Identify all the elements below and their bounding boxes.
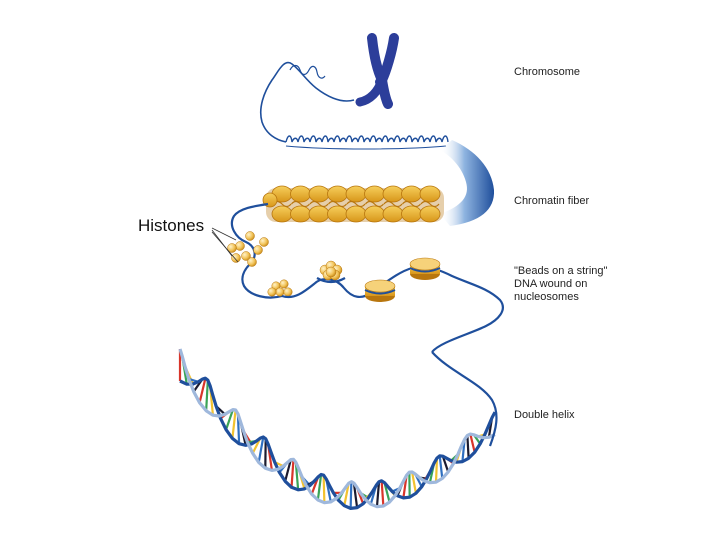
base-pair [351,482,352,509]
histone-bead [248,258,257,267]
histone-bead [246,232,255,241]
base-pair [440,456,443,479]
nucleosomes [317,258,440,302]
label-chromatin-fiber: Chromatin fiber [514,195,589,208]
base-pair [324,475,325,503]
coil-loops [286,136,448,142]
label-beads-on-string: "Beads on a string" DNA wound on nucleos… [514,265,607,304]
label-histones: Histones [138,216,204,236]
base-pair [206,380,208,411]
fiber-nucleosome-top [309,186,329,202]
label-double-helix-text: Double helix [514,409,575,422]
label-chromosome: Chromosome [514,66,580,79]
chromatin-fiber [263,186,444,222]
histone-bead-cluster [276,288,284,296]
coil-base [286,146,446,149]
fiber-nucleosome-bottom [328,206,348,222]
fiber-nucleosome-top [402,186,422,202]
fiber-nucleosome-bottom [309,206,329,222]
fiber-nucleosome-top [365,186,385,202]
magnify-funnel [440,140,494,226]
nucleosome-core-bead [326,267,336,277]
label-chromatin-fiber-text: Chromatin fiber [514,195,589,208]
label-histones-text: Histones [138,216,204,235]
histone-bead [254,246,263,255]
base-pair [232,410,235,438]
fiber-nucleosome-bottom [420,206,440,222]
fiber-nucleosome-bottom [346,206,366,222]
histone-bead [236,242,245,251]
helix-backbone-a [180,378,495,508]
histone-bead [232,254,241,263]
coiled-chromatin [286,136,448,149]
double-helix [180,349,496,508]
base-pair [292,459,294,487]
fiber-nucleosome-bottom [402,206,422,222]
label-beads-line2: DNA wound on [514,278,607,291]
fiber-nucleosome-bottom [272,206,292,222]
histone-bead-cluster [284,288,292,296]
fiber-nucleosome-top [328,186,348,202]
histone-beads [228,232,293,297]
base-pair [467,435,468,458]
label-double-helix: Double helix [514,409,575,422]
histone-bead-cluster [268,288,276,296]
fiber-nucleosome-top [420,186,440,202]
fiber-nucleosome-bottom [383,206,403,222]
loose-dna-strand [261,63,354,142]
nucleosome-disc-a-top [365,280,395,292]
fiber-nucleosome-top [346,186,366,202]
label-beads-line1: "Beads on a string" [514,265,607,278]
label-beads-line3: nucleosomes [514,291,607,304]
nucleosome-disc-b-top [410,258,440,270]
label-chromosome-text: Chromosome [514,66,580,79]
fiber-nucleosome-bottom [291,206,311,222]
fiber-nucleosome-bottom [365,206,385,222]
chromosome-shape [360,38,394,104]
histone-bead-cluster [280,280,288,288]
fiber-nucleosome-top [291,186,311,202]
beads-string-dna [282,267,503,352]
base-pair [382,481,384,506]
fiber-nucleosome-top [383,186,403,202]
histone-bead [260,238,269,247]
